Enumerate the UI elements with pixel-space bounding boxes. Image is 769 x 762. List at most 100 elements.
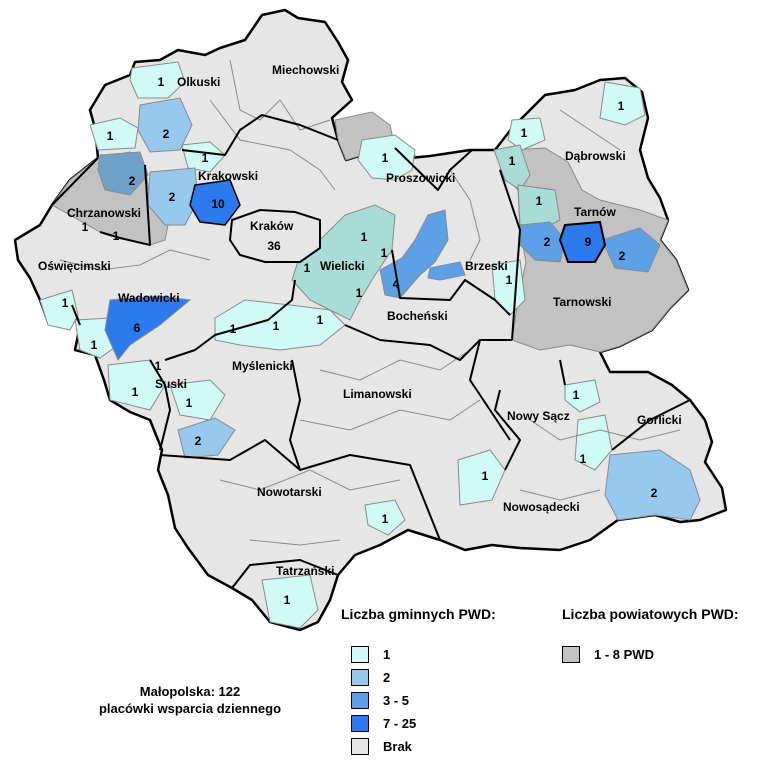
label-wadowicki: Wadowicki [118, 291, 180, 305]
count-wadowicki-a: 6 [134, 321, 141, 335]
count-gorlicki: 2 [651, 486, 658, 500]
gmina-3-5 [97, 151, 149, 196]
count-nowosadecki-a: 1 [573, 388, 580, 402]
label-wielicki: Wielicki [320, 259, 365, 273]
legend-swatch [562, 646, 580, 663]
count-krakowski-b: 2 [169, 190, 176, 204]
gmina-borders [59, 59, 681, 546]
legend-label: Brak [383, 739, 412, 754]
gmina-3-5 [601, 227, 661, 273]
count-tatrzanski: 1 [284, 593, 291, 607]
gmina-1 [129, 61, 186, 99]
count-bochenski: 4 [393, 277, 400, 291]
label-nowosadecki: Nowosądecki [503, 500, 580, 514]
count-krakowski-a: 1 [202, 151, 209, 165]
gmina-1 [169, 379, 226, 421]
count-nowotarski: 1 [382, 512, 389, 526]
gmina-1 [39, 289, 79, 331]
gmina-1 [457, 449, 506, 506]
label-tarnowski: Tarnowski [553, 295, 611, 309]
count-myslenicki-a: 1 [230, 322, 237, 336]
count-nowosadecki-c: 1 [482, 469, 489, 483]
label-limanowski: Limanowski [343, 387, 412, 401]
label-krakow: Kraków [250, 219, 294, 233]
count-tarnow: 9 [585, 235, 592, 249]
count-nowosadecki-b: 1 [580, 452, 587, 466]
label-tatrzanski: Tatrzański [276, 564, 334, 578]
legend-label: 7 - 25 [383, 716, 417, 731]
label-myslenicki: Myślenicki [232, 359, 293, 373]
gmina-1 [574, 414, 613, 471]
count-brzeski: 1 [506, 273, 513, 287]
label-bochenski: Bocheński [387, 309, 448, 323]
legend-powiatowe-title: Liczba powiatowych PWD: [562, 606, 739, 622]
count-krakow: 36 [267, 239, 281, 253]
count-suski-a: 1 [155, 359, 162, 373]
label-dabrowski: Dąbrowski [565, 149, 626, 163]
legend-item: Brak [351, 738, 412, 755]
summary-line2: placówki wsparcia dziennego [98, 701, 282, 716]
gmina-7-25 [189, 179, 241, 226]
label-nowy-sacz: Nowy Sącz [507, 409, 570, 423]
gmina-2 [604, 449, 701, 521]
lake [427, 261, 466, 281]
gmina-1 [107, 359, 166, 411]
count-myslenicki-b: 1 [273, 319, 280, 333]
gmina-1 [599, 81, 646, 126]
gmina-1 [357, 134, 416, 181]
count-wielicki-a: 1 [361, 230, 368, 244]
label-olkuski: Olkuski [177, 75, 220, 89]
gmina-7-25 [104, 295, 192, 361]
gmina-1 [507, 117, 546, 151]
legend-item: 1 [351, 646, 390, 663]
count-olkuski-c: 2 [163, 127, 170, 141]
legend-powiat-item: 1 - 8 PWD [562, 646, 654, 663]
powiat-borders [51, 114, 691, 589]
label-miechowski: Miechowski [272, 63, 339, 77]
count-suski-b: 1 [132, 385, 139, 399]
count-proszowicki: 1 [382, 151, 389, 165]
gmina-3-5 [519, 221, 566, 263]
gmina-1 [89, 117, 139, 151]
gmina-1 [564, 379, 601, 413]
count-dabrowski-a: 1 [618, 99, 625, 113]
count-oswiecimski: 1 [62, 296, 69, 310]
count-dabrowski-b: 1 [521, 126, 528, 140]
summary-line1: Małopolska: 122 [139, 684, 241, 699]
label-chrzanowski: Chrzanowski [67, 206, 141, 220]
gmina-1 [493, 144, 531, 191]
count-chrzanowski-a: 2 [129, 174, 136, 188]
count-myslenicki-c: 1 [317, 313, 324, 327]
count-suski-c: 1 [186, 396, 193, 410]
count-dabrowski-c: 1 [509, 154, 516, 168]
legend-gminne-title: Liczba gminnych PWD: [341, 606, 496, 622]
gmina-2 [137, 97, 193, 153]
legend-label: 1 [383, 647, 391, 662]
gmina-1 [214, 299, 346, 351]
label-tarnow: Tarnów [574, 205, 616, 219]
count-wielicki-d: 1 [356, 286, 363, 300]
count-dabrowski-d: 1 [536, 194, 543, 208]
count-olkuski-a: 1 [158, 75, 165, 89]
gmina-1 [364, 499, 406, 536]
krakow-city [228, 208, 321, 263]
legend-swatch [351, 738, 369, 755]
count-tarnowski-b: 2 [619, 249, 626, 263]
legend-item: 2 [351, 669, 390, 686]
summary: Małopolska: 122 placówki wsparcia dzienn… [60, 683, 320, 717]
legend-swatch [351, 692, 369, 709]
legend-label: 1 - 8 PWD [594, 647, 654, 662]
label-nowotarski: Nowotarski [257, 485, 322, 499]
gmina-1 [181, 141, 226, 173]
count-chrzanowski-c: 1 [113, 229, 120, 243]
count-wadowicki-b: 1 [91, 338, 98, 352]
label-suski: Suski [155, 377, 187, 391]
legend-label: 3 - 5 [383, 693, 410, 708]
count-suski-d: 2 [195, 434, 202, 448]
count-wielicki-c: 1 [304, 261, 311, 275]
count-olkuski-b: 1 [107, 129, 114, 143]
legend-item: 3 - 5 [351, 692, 409, 709]
label-brzeski: Brzeski [465, 259, 508, 273]
gmina-7-25 [558, 220, 607, 263]
